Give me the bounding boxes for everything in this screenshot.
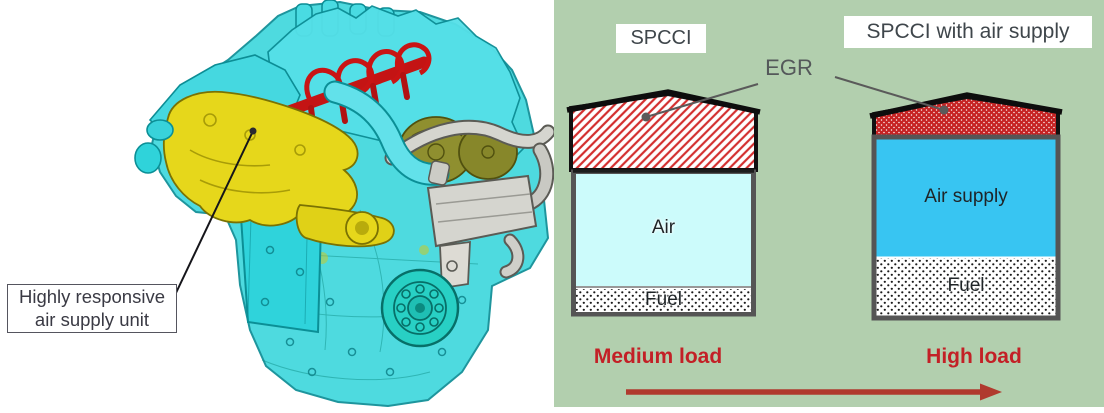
callout-box: Highly responsive air supply unit — [7, 284, 177, 333]
right-fuel-label: Fuel — [947, 275, 985, 296]
title-spcci-air-text: SPCCI with air supply — [866, 20, 1070, 43]
title-spcci: SPCCI — [616, 24, 706, 53]
egr-pointer-lines — [641, 76, 949, 122]
right-chamber — [869, 92, 1063, 321]
engine-cad-illustration — [134, 0, 554, 408]
egr-label: EGR — [765, 55, 813, 80]
air-supply-unit-yellow — [146, 90, 395, 248]
right-fuel-segment — [876, 258, 1056, 315]
left-air-segment — [576, 174, 751, 286]
intake-duct — [323, 80, 451, 186]
title-spcci-with-air-supply: SPCCI with air supply — [844, 16, 1092, 48]
callout-leader-line — [174, 127, 257, 296]
right-air-supply-label: Air supply — [924, 186, 1008, 207]
right-egr-segment — [872, 94, 1060, 139]
left-fuel-segment — [576, 289, 751, 312]
crank-pulley — [260, 245, 467, 377]
right-chamber-roof — [869, 92, 1063, 119]
medium-load-label: Medium load — [593, 345, 723, 368]
left-chamber — [566, 89, 761, 317]
engine-illustration-panel: Highly responsive air supply unit — [7, 0, 554, 408]
title-spcci-text: SPCCI — [630, 27, 692, 49]
high-load-label: High load — [926, 345, 1022, 368]
egr-cooler-gray — [384, 119, 554, 290]
right-air-supply-segment — [876, 139, 1056, 257]
comparison-panel: SPCCI SPCCI with air supply EGR Air Fuel… — [554, 0, 1104, 407]
left-chamber-roof — [566, 89, 761, 115]
load-direction-arrow — [626, 383, 1002, 401]
callout-text: Highly responsive air supply unit — [18, 285, 165, 330]
load-comparison-diagram — [566, 76, 1063, 401]
left-fuel-label: Fuel — [645, 289, 682, 310]
left-air-label: Air — [651, 217, 676, 238]
